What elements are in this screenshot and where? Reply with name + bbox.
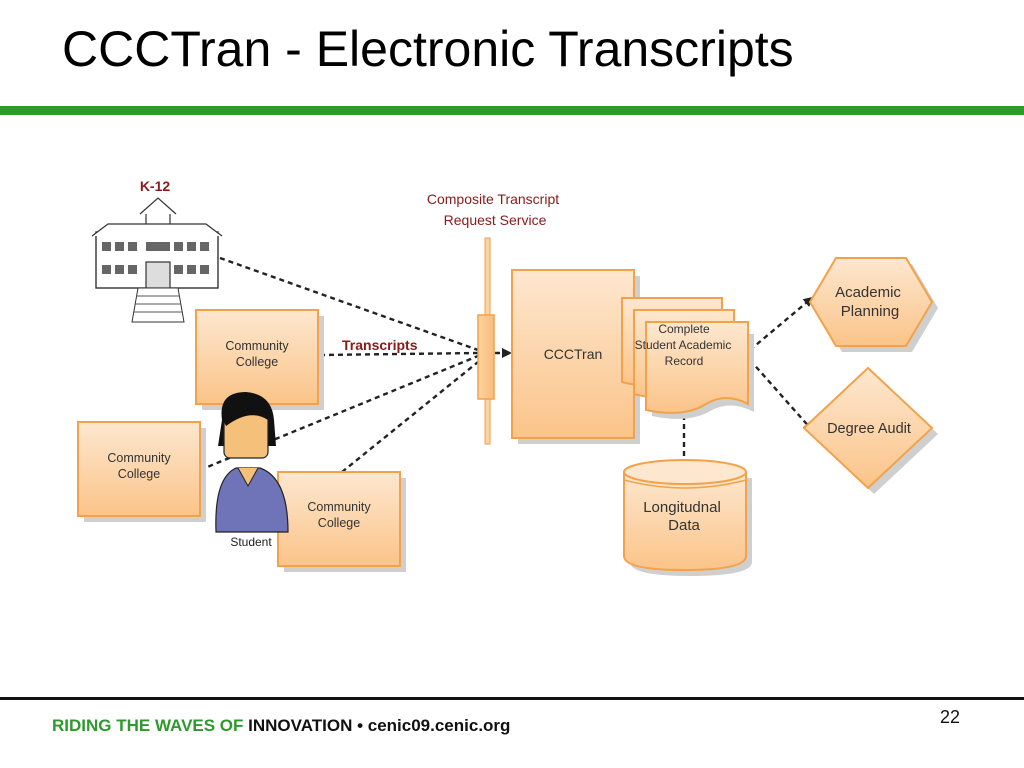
svg-text:Degree Audit: Degree Audit bbox=[827, 421, 911, 437]
longitudinal-data-cylinder: Longitudnal Data bbox=[623, 459, 752, 576]
k12-label: K-12 bbox=[140, 178, 171, 194]
school-building-icon: K-12 bbox=[91, 178, 223, 323]
student-record-document: Complete Student Academic Record bbox=[621, 297, 754, 419]
ccctran-box: CCCTran bbox=[511, 269, 640, 444]
community-college-box-2: Community College bbox=[77, 421, 206, 522]
svg-text:College: College bbox=[318, 516, 360, 530]
svg-text:Community: Community bbox=[107, 451, 171, 465]
request-service-bar bbox=[477, 237, 495, 445]
slide-title: CCCTran - Electronic Transcripts bbox=[62, 21, 794, 77]
community-college-box-1: Community College bbox=[195, 309, 324, 410]
svg-text:College: College bbox=[118, 467, 160, 481]
service-label-line1: Composite Transcript bbox=[427, 191, 559, 207]
svg-text:College: College bbox=[236, 355, 278, 369]
transcripts-label: Transcripts bbox=[342, 337, 418, 353]
footer-site: INNOVATION • cenic09.cenic.org bbox=[248, 716, 511, 735]
svg-text:Planning: Planning bbox=[841, 303, 899, 320]
svg-text:Academic: Academic bbox=[835, 284, 901, 301]
svg-text:Longitudnal: Longitudnal bbox=[643, 499, 721, 516]
degree-audit-diamond: Degree Audit bbox=[802, 366, 938, 494]
title-divider bbox=[0, 106, 1024, 115]
community-college-box-3: Community College bbox=[277, 471, 406, 572]
svg-text:Student Academic: Student Academic bbox=[635, 338, 732, 352]
footer-divider bbox=[0, 697, 1024, 700]
svg-text:Complete: Complete bbox=[658, 322, 710, 336]
academic-planning-hexagon: Academic Planning bbox=[808, 257, 938, 352]
student-label: Student bbox=[230, 535, 272, 549]
svg-text:Data: Data bbox=[668, 517, 700, 534]
footer-text: RIDING THE WAVES OF INNOVATION • cenic09… bbox=[52, 716, 510, 736]
connector-lines bbox=[199, 256, 814, 473]
footer-tagline: RIDING THE WAVES OF bbox=[52, 716, 249, 735]
svg-text:Community: Community bbox=[307, 500, 371, 514]
svg-text:Community: Community bbox=[225, 339, 289, 353]
ccctran-label: CCCTran bbox=[544, 346, 603, 362]
student-person-icon: Student bbox=[215, 392, 289, 549]
svg-text:Record: Record bbox=[665, 354, 704, 368]
page-number: 22 bbox=[940, 707, 961, 727]
service-label-line2: Request Service bbox=[444, 212, 547, 228]
